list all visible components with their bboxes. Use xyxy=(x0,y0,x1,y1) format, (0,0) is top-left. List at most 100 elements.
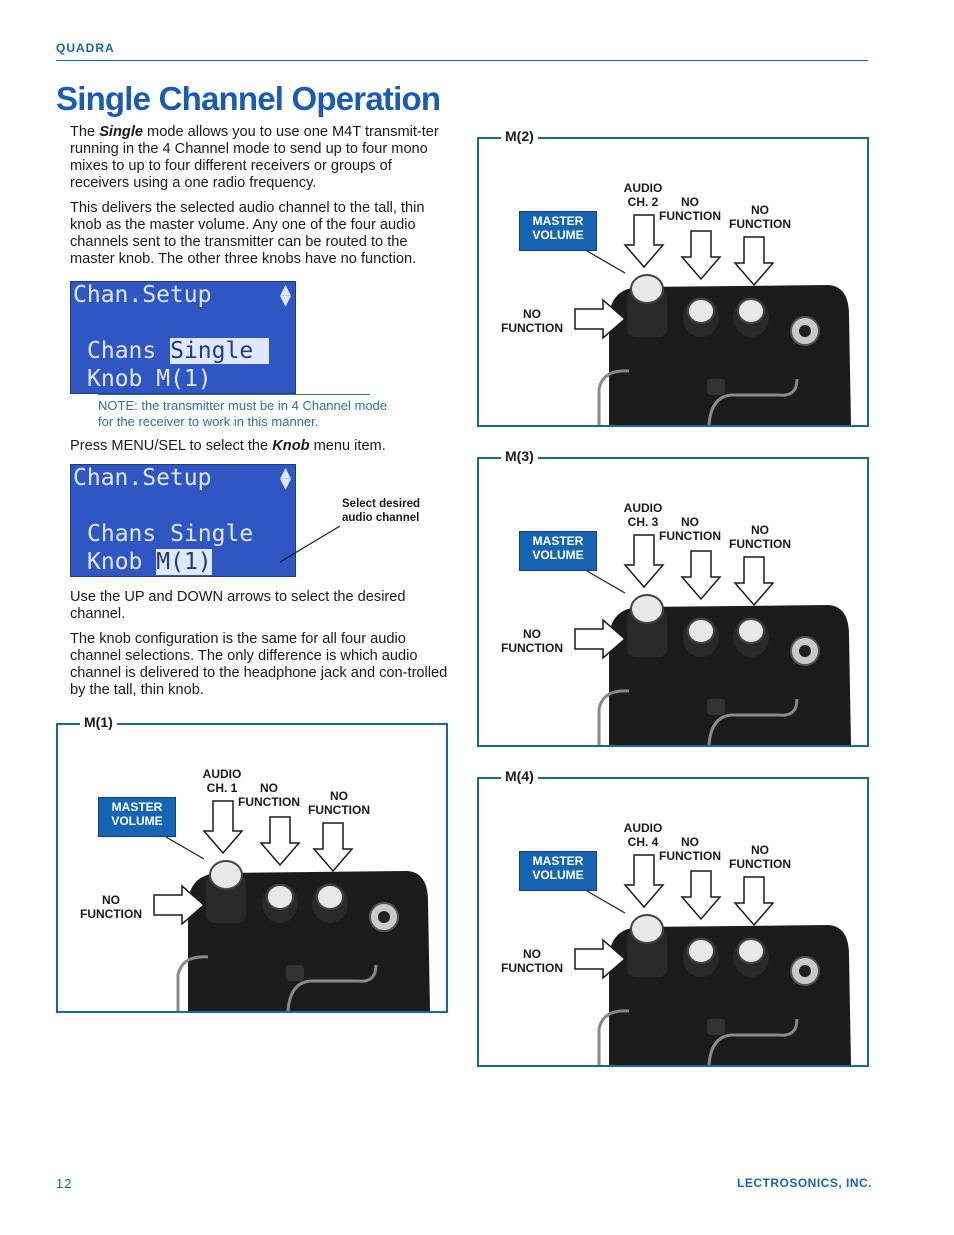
running-header: QUADRA xyxy=(56,41,115,55)
tall-knob-icon xyxy=(627,274,667,337)
panel-tag: M(1) xyxy=(80,714,117,730)
no-function-label: NO FUNCTION xyxy=(501,947,563,975)
headphone-jack-icon xyxy=(369,902,399,932)
header-rule xyxy=(56,60,868,61)
master-volume-box: MASTER VOLUME xyxy=(519,851,597,891)
button-icon xyxy=(707,1019,725,1035)
knob-2-icon xyxy=(683,297,719,337)
arrow-right-icon xyxy=(574,938,627,980)
no-function-label: NO FUNCTION xyxy=(729,843,791,871)
knob-2-icon xyxy=(683,617,719,657)
lcd-knob-value: M(1) xyxy=(156,366,212,392)
knob-panel-m2: M(2) xyxy=(477,128,869,427)
master-volume-box: MASTER VOLUME xyxy=(98,797,176,837)
intro-paragraph-1: The Single mode allows you to use one M4… xyxy=(70,124,450,192)
page-title: Single Channel Operation xyxy=(56,80,441,117)
audio-channel-label: AUDIO CH. 2 xyxy=(623,181,663,209)
arrow-down-icon xyxy=(733,876,775,927)
arrows-paragraph: Use the UP and DOWN arrows to select the… xyxy=(70,589,406,622)
master-volume-box: MASTER VOLUME xyxy=(519,531,597,571)
lcd-chans-row: Chans Single xyxy=(87,521,254,547)
arrow-right-icon xyxy=(574,618,627,660)
tall-knob-icon xyxy=(627,914,667,977)
no-function-label: NO FUNCTION xyxy=(501,307,563,335)
knob-3-icon xyxy=(733,937,769,977)
tall-knob-icon xyxy=(627,594,667,657)
button-icon xyxy=(707,699,725,715)
audio-channel-label: AUDIO CH. 4 xyxy=(623,821,663,849)
audio-channel-label: AUDIO CH. 1 xyxy=(202,767,242,795)
headphone-jack-icon xyxy=(790,636,820,666)
knob-2-icon xyxy=(683,937,719,977)
lcd-title: Chan.Setup xyxy=(73,282,212,308)
arrow-down-icon xyxy=(680,870,722,921)
no-function-label: NO FUNCTION xyxy=(729,523,791,551)
tall-knob-icon xyxy=(206,860,246,923)
knob-panel-m3: M(3) xyxy=(477,448,869,747)
no-function-label: NO FUNCTION xyxy=(501,627,563,655)
knob-panel-m4: M(4) xyxy=(477,768,869,1067)
knob-config-paragraph: The knob configuration is the same for a… xyxy=(70,631,448,698)
arrow-down-icon xyxy=(623,214,665,269)
button-icon xyxy=(707,379,725,395)
intro-paragraph-2: This delivers the selected audio channel… xyxy=(70,200,425,267)
lcd-knob-row: Knob M(1) xyxy=(87,366,212,392)
knob-3-icon xyxy=(733,617,769,657)
note-rule xyxy=(98,394,370,395)
transmitter-knobs-illustration xyxy=(574,214,851,425)
lcd-knob-value-selected: M(1) xyxy=(156,549,212,575)
lcd-knob-row: Knob M(1) xyxy=(87,549,212,575)
press-menu-paragraph: Press MENU/SEL to select the Knob menu i… xyxy=(70,438,386,454)
page-number: 12 xyxy=(56,1176,73,1191)
panel-tag: M(3) xyxy=(501,448,538,464)
no-function-label: NO FUNCTION xyxy=(238,781,300,809)
knob-3-icon xyxy=(733,297,769,337)
transmitter-knobs-illustration xyxy=(574,854,851,1065)
knob-3-icon xyxy=(312,883,348,923)
arrow-down-icon xyxy=(680,230,722,281)
audio-channel-label: AUDIO CH. 3 xyxy=(623,501,663,529)
no-function-label: NO FUNCTION xyxy=(80,893,142,921)
arrow-down-icon xyxy=(623,534,665,589)
lcd-chan-setup-2: Chan.Setup ▲▼ Chans Single Knob M(1) xyxy=(70,464,296,577)
arrow-down-icon xyxy=(623,854,665,909)
master-volume-box: MASTER VOLUME xyxy=(519,211,597,251)
no-function-label: NO FUNCTION xyxy=(659,195,721,223)
arrow-right-icon xyxy=(574,298,627,340)
headphone-jack-icon xyxy=(790,956,820,986)
knob-2-icon xyxy=(262,883,298,923)
up-down-arrows-icon: ▲▼ xyxy=(280,462,291,494)
transmitter-knobs-illustration xyxy=(153,800,430,1011)
lcd-chans-value: Single xyxy=(170,521,254,547)
transmitter-knobs-illustration xyxy=(574,534,851,745)
lcd-chans-row: Chans Single xyxy=(87,338,270,365)
arrow-down-icon xyxy=(312,822,354,873)
panel-tag: M(2) xyxy=(501,128,538,144)
arrow-down-icon xyxy=(202,800,244,855)
intro-text-c: mode allows you to use one M4T transmit-… xyxy=(70,124,439,191)
select-channel-callout: Select desired audio channel xyxy=(342,498,420,524)
no-function-label: NO FUNCTION xyxy=(659,515,721,543)
footer-company: LECTROSONICS, INC. xyxy=(736,1176,872,1190)
arrow-right-icon xyxy=(153,884,206,926)
intro-text-emphasis: Single xyxy=(99,124,143,140)
no-function-label: NO FUNCTION xyxy=(729,203,791,231)
no-function-label: NO FUNCTION xyxy=(308,789,370,817)
headphone-jack-icon xyxy=(790,316,820,346)
knob-panel-m1: M(1) xyxy=(56,714,448,1013)
lcd-title: Chan.Setup xyxy=(73,465,212,491)
panel-tag: M(4) xyxy=(501,768,538,784)
note-text: NOTE: the transmitter must be in 4 Chann… xyxy=(98,398,388,429)
lcd-chans-value: Single xyxy=(170,338,270,364)
knob-emphasis: Knob xyxy=(272,438,310,454)
button-icon xyxy=(286,965,304,981)
no-function-label: NO FUNCTION xyxy=(659,835,721,863)
lcd-chan-setup-1: Chan.Setup ▲▼ Chans Single Knob M(1) xyxy=(70,281,296,394)
arrow-down-icon xyxy=(733,556,775,607)
arrow-down-icon xyxy=(733,236,775,287)
intro-text-a: The xyxy=(70,124,100,140)
arrow-down-icon xyxy=(680,550,722,601)
arrow-down-icon xyxy=(259,816,301,867)
up-down-arrows-icon: ▲▼ xyxy=(280,279,291,311)
callout-leader-line xyxy=(279,525,341,563)
